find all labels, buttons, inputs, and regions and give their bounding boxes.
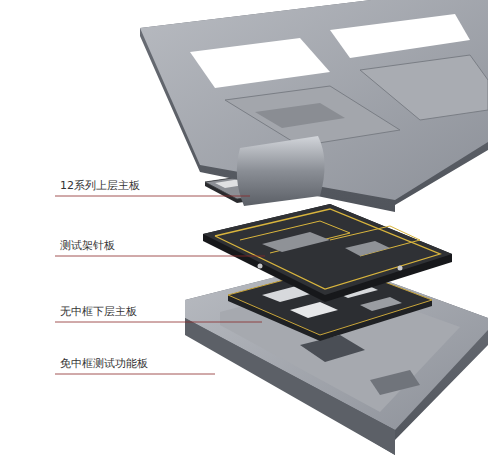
leader-lines (55, 196, 265, 374)
part-label: 免中框测试功能板 (60, 357, 148, 371)
part-label: 无中框下层主板 (60, 305, 137, 319)
part-label: 测试架针板 (60, 239, 115, 253)
leader-line (55, 196, 250, 197)
part-label: 12系列上层主板 (60, 179, 140, 193)
top-frame (140, 0, 488, 212)
leader-line (55, 322, 262, 323)
leader-line (55, 256, 265, 257)
leader-line (55, 374, 215, 375)
pin-plate (203, 204, 452, 302)
